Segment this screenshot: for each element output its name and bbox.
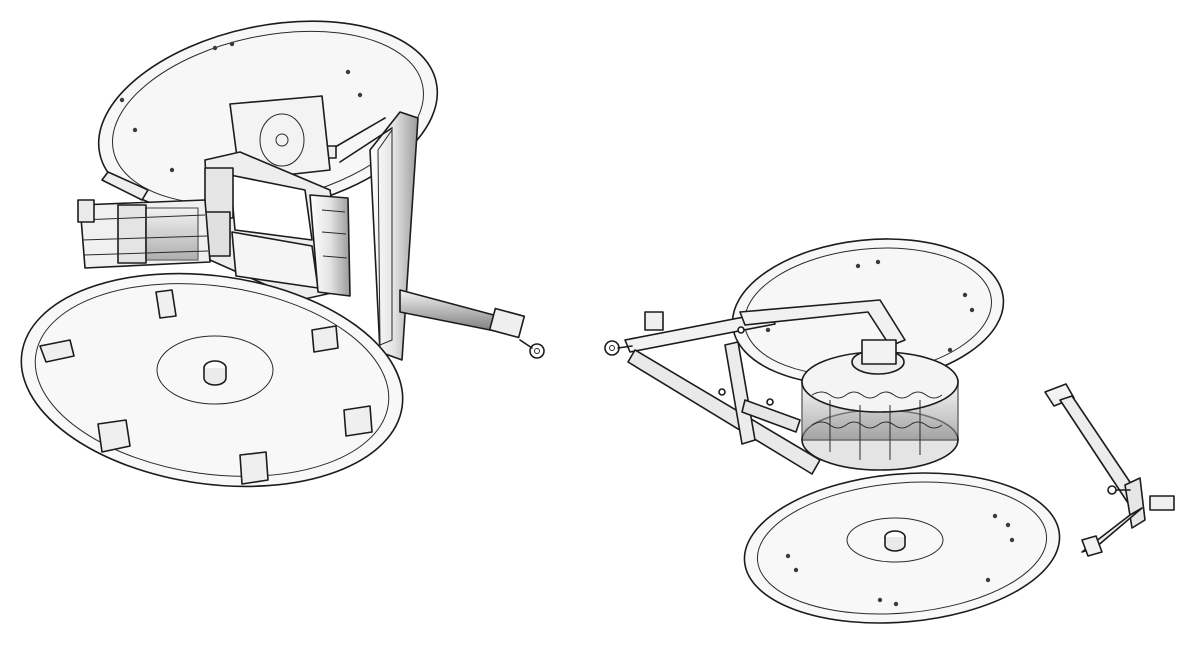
tow-bar [399, 289, 545, 359]
a-frame [604, 299, 906, 475]
front-wheel-disc-right [743, 472, 1061, 624]
gear-drum [801, 339, 959, 471]
axle-cylinder [77, 171, 211, 269]
wheel-grip-lugs [39, 289, 373, 485]
loose-bracket [1044, 383, 1175, 557]
exploded-unit [604, 238, 1061, 624]
assembled-unit [20, 20, 545, 488]
gearbox-housing [199, 151, 351, 301]
front-wheel-disc [20, 272, 404, 488]
